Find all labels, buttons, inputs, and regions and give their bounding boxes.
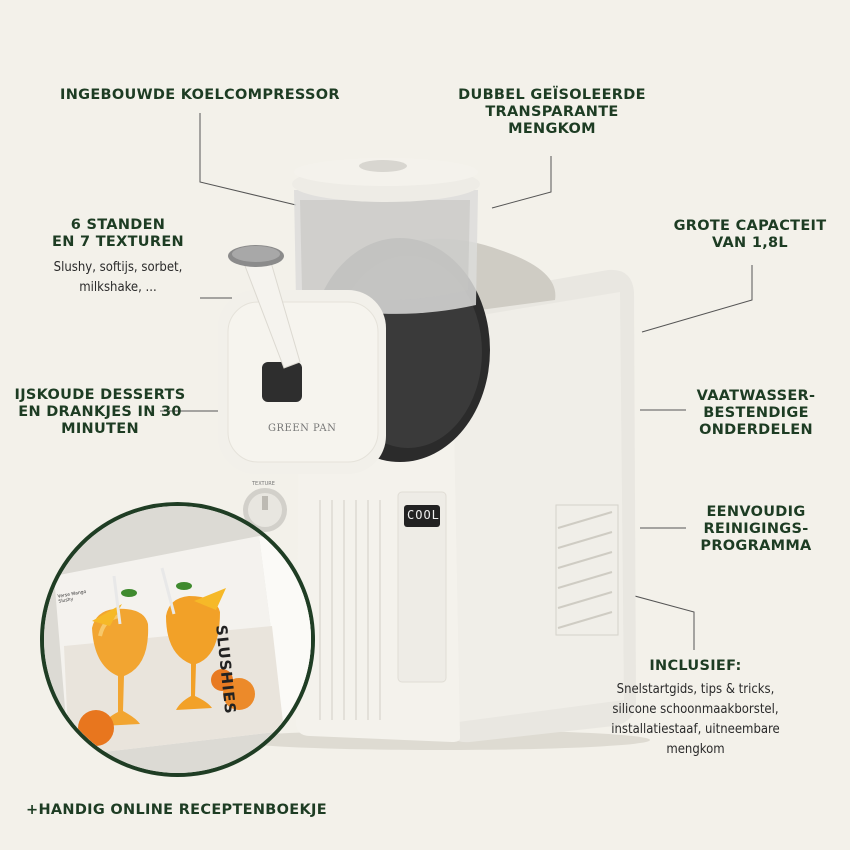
included-title: INCLUSIEF: [649,658,742,674]
leader-bowl [491,156,552,209]
feature-bowl: DUBBEL GEÏSOLEERDE TRANSPARANTE MENGKOM [458,87,646,137]
feature-compressor: INGEBOUWDE KOELCOMPRESSOR [60,87,340,103]
leader-compressor [199,113,297,206]
leader-capacity [641,265,753,333]
booklet-illustration [44,506,311,773]
machine-display: COOL [407,508,440,522]
footer-online-recipe-book: +HANDIG ONLINE RECEPTENBOEKJE [26,802,327,818]
feature-dishwasher: VAATWASSER- BESTENDIGE ONDERDELEN [696,388,816,438]
feature-settings-sub: Slushy, softijs, sorbet, milkshake, ... [53,260,183,295]
knob-label: TEXTURE [252,481,275,487]
recipe-booklet-image: SLUSHIES Verse Mango Slushy [40,502,315,777]
feature-capacity: GROTE CAPACTEIT VAN 1,8L [673,218,827,251]
feature-cleaning: EENVOUDIG REINIGINGS- PROGRAMMA [700,504,812,554]
machine-brand: GREEN PAN [268,423,337,434]
included-list: Snelstartgids, tips & tricks, silicone s… [611,682,780,757]
feature-settings: 6 STANDEN EN 7 TEXTUREN [52,217,184,250]
feature-desserts: IJSKOUDE DESSERTS EN DRANKJES IN 30 MINU… [14,387,186,437]
leader-included [619,591,695,650]
